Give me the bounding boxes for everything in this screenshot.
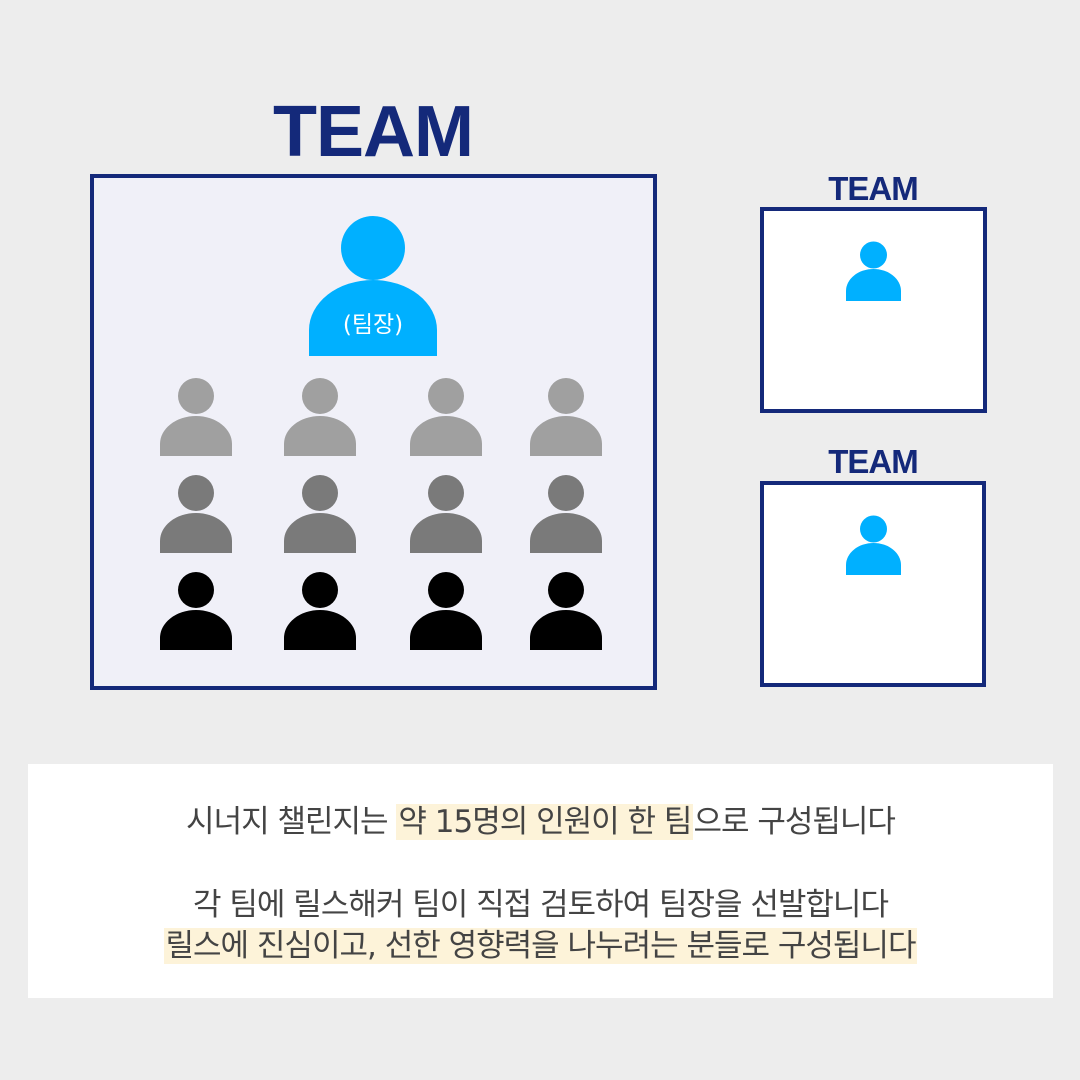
caption-line-1-highlight: 약 15명의 인원이 한 팀 — [396, 804, 694, 840]
side-team-1-box — [760, 207, 987, 413]
team-member-icon — [530, 475, 602, 553]
team-member-icon — [530, 572, 602, 650]
team-member-icon — [284, 475, 356, 553]
caption-line-1-end: 으로 구성됩니다 — [693, 804, 895, 840]
team-member-icon — [160, 475, 232, 553]
caption-line-1-start: 시너지 챌린지는 — [186, 804, 397, 840]
side-team-1-leader-icon — [846, 241, 901, 301]
caption-line-3: 릴스에 진심이고, 선한 영향력을 나누려는 분들로 구성됩니다 — [28, 924, 1053, 968]
side-team-2-box — [760, 481, 986, 687]
side-team-2-leader-icon — [846, 515, 901, 575]
caption-line-2: 각 팀에 릴스해커 팀이 직접 검토하여 팀장을 선발합니다 — [193, 887, 889, 923]
side-team-1-title: TEAM — [828, 170, 919, 207]
team-member-icon — [410, 572, 482, 650]
caption-line-3-highlight: 릴스에 진심이고, 선한 영향력을 나누려는 분들로 구성됩니다 — [163, 928, 918, 964]
main-team-title: TEAM — [273, 92, 474, 172]
team-member-icon — [410, 475, 482, 553]
team-member-icon — [410, 378, 482, 456]
team-member-icon — [160, 378, 232, 456]
team-member-icon — [284, 378, 356, 456]
team-member-icon — [530, 378, 602, 456]
team-leader-label: (팀장) — [342, 312, 404, 338]
team-member-icon — [284, 572, 356, 650]
team-member-icon — [160, 572, 232, 650]
caption-line-1: 시너지 챌린지는 약 15명의 인원이 한 팀으로 구성됩니다 — [28, 800, 1053, 844]
caption-panel: 시너지 챌린지는 약 15명의 인원이 한 팀으로 구성됩니다 각 팀에 릴스해… — [28, 764, 1053, 998]
side-team-2-title: TEAM — [828, 443, 919, 480]
team-leader-icon — [309, 214, 437, 356]
